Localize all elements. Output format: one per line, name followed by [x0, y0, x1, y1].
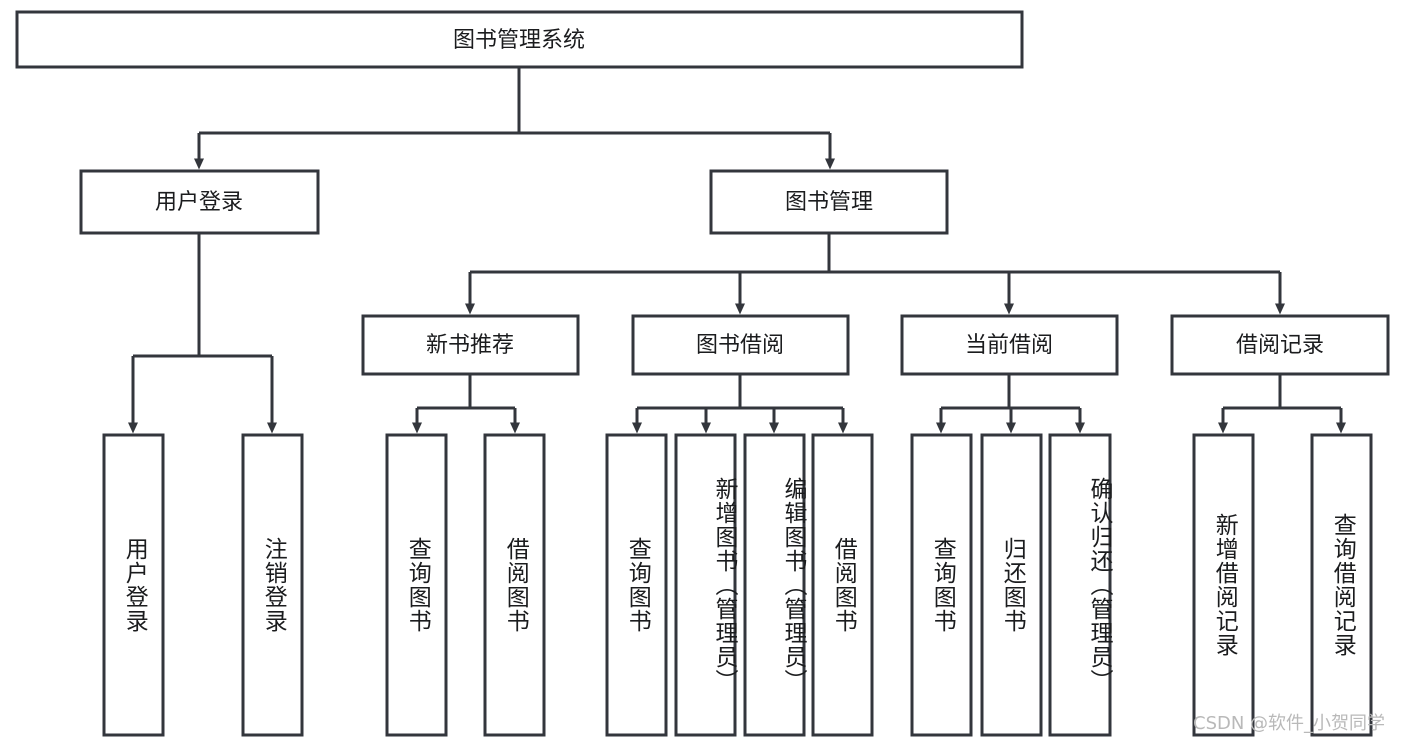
node-label-user-login: 用户登录	[155, 190, 243, 215]
node-box-edit-book[interactable]	[743, 433, 806, 737]
node-box-current-borrow[interactable]	[900, 314, 1119, 376]
node-box-user-logout-leaf[interactable]	[241, 433, 304, 737]
node-box-user-login[interactable]	[79, 169, 320, 235]
nodes-layer: 图书管理系统 用户登录 图书管理 新书推荐 图书借阅 当前借阅 借阅记录	[15, 10, 1390, 737]
node-box-borrow-book-2[interactable]	[811, 433, 874, 737]
node-box-book-borrow[interactable]	[631, 314, 850, 376]
node-label-book-borrow: 图书借阅	[696, 333, 784, 358]
node-label-current-borrow: 当前借阅	[965, 333, 1053, 358]
node-box-query-borrow-record[interactable]	[1310, 433, 1373, 737]
node-box-borrow-book-1[interactable]	[483, 433, 546, 737]
node-label-book-manage: 图书管理	[785, 190, 873, 215]
node-box-query-book-3[interactable]	[910, 433, 973, 737]
node-box-return-book[interactable]	[980, 433, 1043, 737]
node-box-add-book[interactable]	[674, 433, 737, 737]
node-box-user-login-leaf[interactable]	[102, 433, 165, 737]
node-box-add-borrow-record[interactable]	[1192, 433, 1255, 737]
csdn-watermark: CSDN @软件_小贺同学	[1193, 713, 1386, 734]
node-box-new-book-rec[interactable]	[361, 314, 580, 376]
node-box-query-book-1[interactable]	[385, 433, 448, 737]
node-label-borrow-record: 借阅记录	[1236, 333, 1324, 358]
node-box-query-book-2[interactable]	[605, 433, 668, 737]
node-box-book-manage[interactable]	[709, 169, 949, 235]
connectors-layer	[128, 67, 1346, 434]
node-label-new-book-rec: 新书推荐	[426, 333, 514, 358]
node-box-borrow-record[interactable]	[1170, 314, 1390, 376]
node-label-root: 图书管理系统	[453, 28, 585, 53]
node-box-root[interactable]	[15, 10, 1024, 69]
node-box-confirm-return[interactable]	[1048, 433, 1112, 737]
